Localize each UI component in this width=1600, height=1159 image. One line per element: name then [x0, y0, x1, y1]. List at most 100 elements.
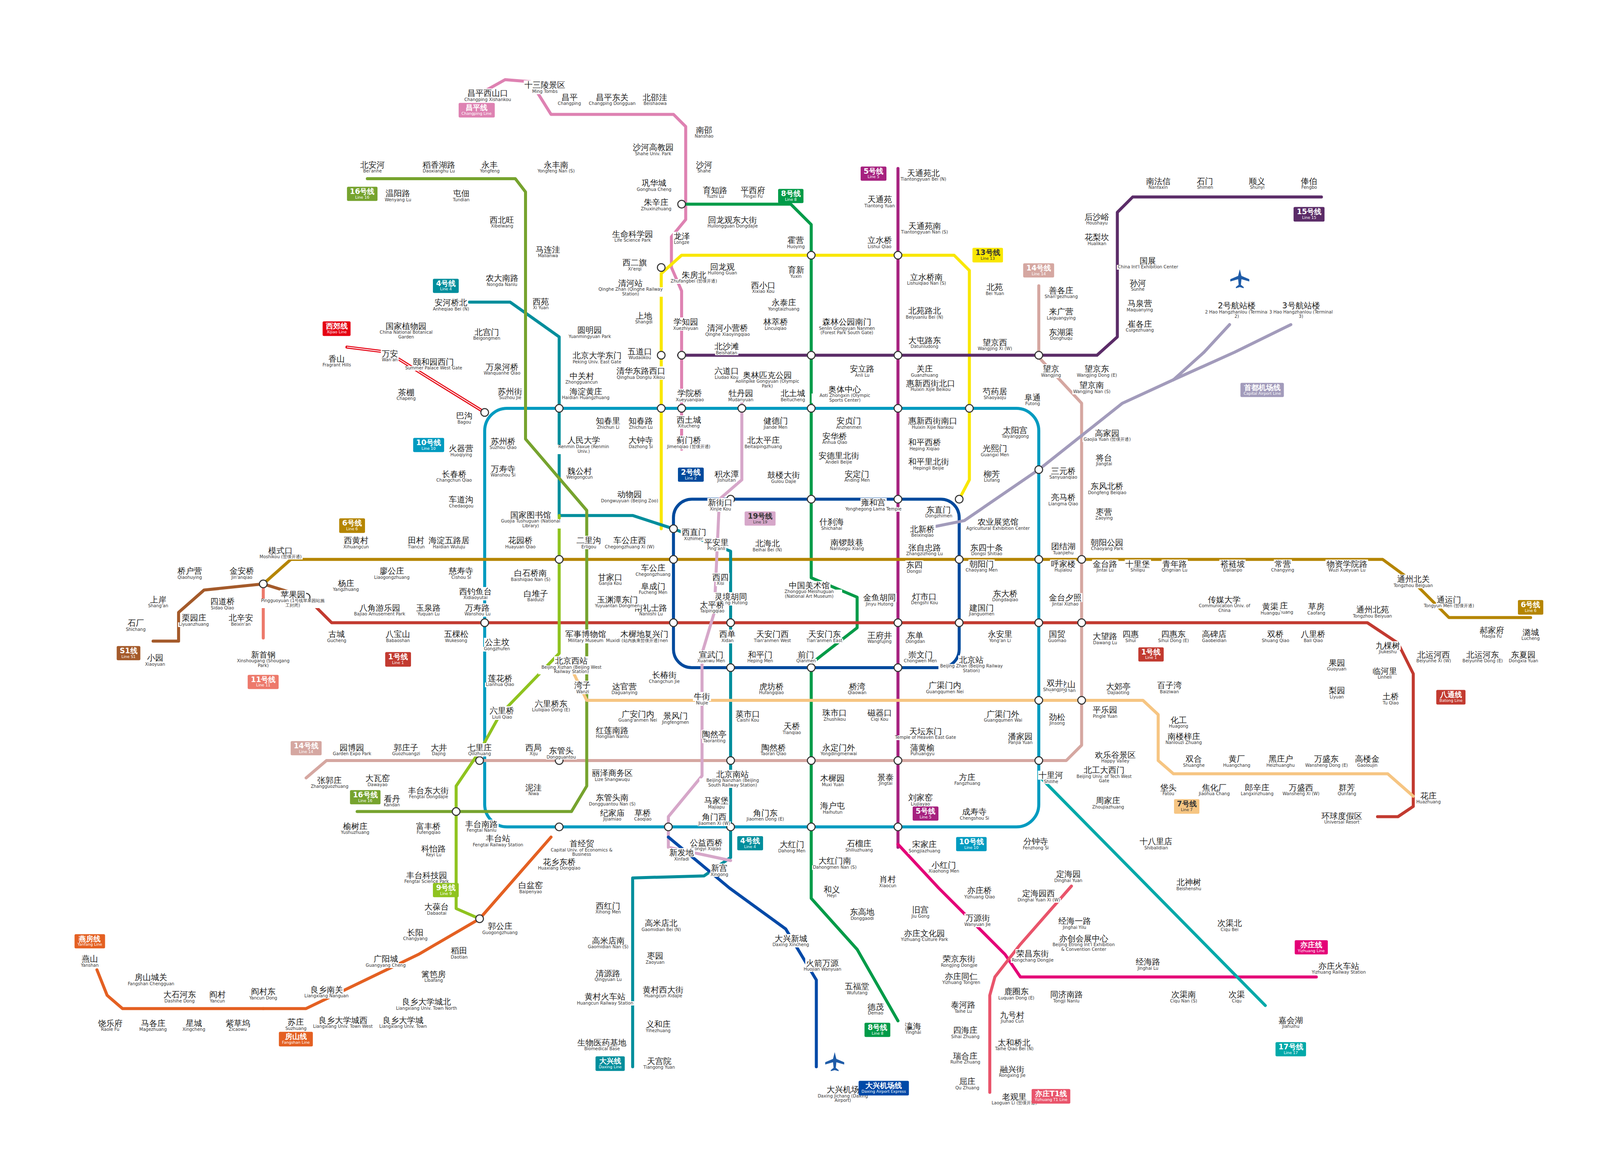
station-name: 高家园 [1094, 428, 1121, 438]
station-label: 八角游乐园Bajiao Amusement Park [352, 603, 406, 617]
station-name-en: Shimen [1196, 185, 1215, 191]
station-name-en: Wangjing Xi (W) [976, 346, 1013, 352]
station-name: 梨园 [1327, 685, 1346, 695]
station-label: 高米店北Gaomidian Bei (N) [640, 918, 682, 932]
station-name: 前门 [796, 649, 816, 660]
line-badge: 10号线Line 10 [413, 437, 445, 452]
station-name: 南法信 [1145, 176, 1172, 186]
station-name: 北京南站 [715, 769, 750, 779]
station-name-en: Gucheng [326, 638, 348, 644]
station-name-en: Tongzhou Beiyuan [1351, 613, 1393, 619]
station-label: 垡头Fatou [1159, 782, 1178, 797]
station-name-en: Fufengqiao [415, 830, 442, 835]
station-name-en: Tiantongyuan Nan (S) [900, 229, 949, 235]
station-name-en: Panjia Yuan [1007, 740, 1034, 745]
station-label: 花庄Huazhuang [1415, 790, 1442, 805]
station-name-en: Fragrant Hills [321, 362, 352, 368]
station-label: 太阳宫Taiyanggong [1000, 425, 1030, 439]
station-label: 长春桥Changchun Qiao [435, 469, 473, 483]
station-name: 木樨地 [619, 629, 646, 639]
station-name: 郝家府 [1478, 625, 1505, 635]
station-name: 火器营 [447, 443, 475, 453]
station-name-en: Guangxi Men [979, 452, 1010, 458]
station-label: 桥户营Qiaohuying [176, 566, 203, 580]
metro-line [346, 346, 485, 413]
line-name: Line 16 [352, 798, 378, 803]
station-name-en: Taoran Qiao [760, 751, 788, 757]
station-name-en: Yancun Dong [248, 995, 279, 1001]
line-number: 7号线 [1177, 800, 1197, 809]
station-label: 草房Caofang [1306, 601, 1327, 616]
station-label: 屯佃Tundian [451, 188, 471, 203]
station-label: 亦庄文化园Yizhuang Culture Park [900, 928, 950, 942]
station-name-en: Liangxiang Nanguan [303, 993, 350, 999]
line-badge: 16号线Line 16 [346, 186, 378, 201]
station-name: 知春路 [627, 416, 654, 426]
station-name-en: Shan'gezhuang [1043, 294, 1079, 300]
line-badge: 5号线Line 5 [860, 166, 887, 181]
station-label: 次渠南Ciqu Nan (S) [1169, 989, 1199, 1003]
station-label: 东夏园Dongxia Yuan [1508, 649, 1539, 664]
station-name-en: Huangcun Railway Station [576, 1000, 635, 1006]
station-label: 巩华城Gonghua Cheng [635, 178, 673, 192]
station-name: 望京 [1042, 364, 1061, 374]
station-name: 立水桥南 [909, 272, 944, 282]
station-name: 回龙观 [709, 262, 736, 272]
station-name-en: Lincuiqiao [763, 326, 788, 332]
station-name: 朱房北 [680, 270, 708, 280]
station-name: 郭庄子 [392, 742, 420, 752]
station-name-en: Pingxi Fu [742, 194, 764, 200]
station-label: 温阳路Wenyang Lu [383, 188, 412, 203]
transfer-symbol [807, 822, 816, 831]
station-name-en: Tongji Nanlu [1052, 998, 1081, 1004]
station-label: 建国门Jianguomen [968, 603, 996, 617]
station-name-en: Changyang [402, 936, 429, 941]
station-name-en: Anhua Qiao [821, 440, 849, 445]
station-name-en: Chegongzhuang [634, 572, 672, 577]
station-name-en: Malianwa [536, 253, 559, 259]
station-label: 西小口Xixiao Kou [750, 280, 777, 295]
line-number: 八通线 [1439, 691, 1463, 699]
metro-line [469, 302, 731, 1067]
station-name-en: Huangcun Xidajie [643, 993, 684, 999]
station-name: 角门东 [752, 808, 779, 818]
station-name: 三元桥 [1050, 466, 1077, 476]
station-label: 白盆窑Baipenyao [517, 880, 544, 894]
station-name: 北邵洼 [641, 92, 669, 102]
station-name-en: Tiangong Yuan [642, 1064, 676, 1070]
transfer-symbol [807, 756, 816, 764]
station-name: 良乡南关 [309, 984, 344, 994]
station-name: 积水潭 [713, 469, 740, 479]
metro-line [681, 204, 899, 1021]
station-name-en: Gulou Dajie [770, 479, 797, 485]
station-name: 天通苑北 [906, 168, 941, 178]
station-label: 高家园Gaojia Yuan (暂缓开通) [1082, 428, 1132, 442]
station-name-en: Huilong Guan [707, 270, 739, 276]
station-name-en: Taoranting [701, 738, 727, 744]
station-name-en: Chedaogou [447, 503, 475, 509]
line-name: Fangshan Line [281, 1040, 310, 1045]
station-label: 金台夕照Jintai Xizhao [1048, 592, 1083, 607]
station-name: 方庄 [958, 772, 977, 782]
station-name-en: Fengtai Nanlu [465, 827, 498, 833]
station-label: 欢乐谷景区Happy Valley [1094, 750, 1137, 764]
line-number: 6号线 [1520, 601, 1541, 610]
station-name: 东风北桥 [1089, 481, 1125, 491]
station-name: 阎村东 [250, 986, 277, 996]
station-label: 劲松Jinsong [1048, 712, 1067, 726]
station-name-en: Xuezhiyuan [672, 326, 699, 332]
station-name: 大兴新城 [773, 933, 809, 943]
station-name: 和平西桥 [907, 437, 942, 447]
transfer-symbol [807, 351, 816, 359]
station-label: 张自忠路Zhangzizhong Lu [905, 542, 944, 557]
station-label: 万盛西Wansheng Xi (W) [1281, 782, 1321, 797]
station-label: 珠市口Zhushikou [821, 708, 848, 722]
station-name-en: Daotian [450, 954, 469, 960]
station-name-en: Ciqu Bei [1219, 927, 1240, 932]
station-name-en: Zicaowu [227, 1026, 248, 1032]
station-name: 稻田 [450, 945, 469, 955]
station-name-en: Daguanying [610, 690, 639, 696]
station-label: 周家庄Zhoujiazhuang [1091, 795, 1125, 810]
station-label: 东湖渠Donghuqu [1048, 327, 1075, 341]
